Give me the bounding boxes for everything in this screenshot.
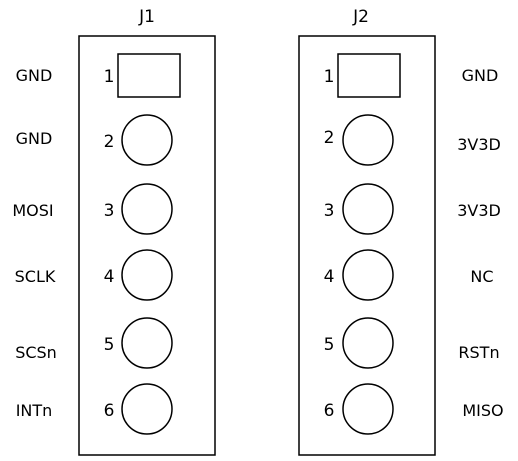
connector-j2-title: J2 [352, 7, 369, 27]
j2-pin-6-pad [342, 383, 394, 435]
j1-pin-6-signal: INTn [16, 401, 53, 420]
j2-pin-2-signal: 3V3D [457, 135, 501, 154]
j1-pin-1-signal: GND [16, 66, 53, 85]
j1-pin-2-signal: GND [16, 129, 53, 148]
j1-pin-3-pad [121, 183, 173, 235]
j1-pin-4-pad [121, 249, 173, 301]
j2-pin-1-pad [337, 53, 401, 98]
j1-pin-6-number: 6 [104, 401, 115, 421]
j2-pin-5-number: 5 [324, 335, 335, 355]
j1-pin-5-signal: SCSn [15, 343, 57, 362]
j2-pin-3-signal: 3V3D [457, 201, 501, 220]
j2-pin-1-number: 1 [324, 67, 335, 87]
j2-pin-5-pad [342, 317, 394, 369]
connector-j1-title: J1 [138, 7, 155, 27]
connector-j2: J2 1 2 3 4 5 6 GND 3V3D 3V3D NC RSTn MIS… [298, 7, 504, 456]
j1-pin-1-pad [117, 53, 181, 98]
j1-pin-4-number: 4 [104, 267, 115, 287]
j2-pin-4-number: 4 [324, 267, 335, 287]
j1-pin-3-signal: MOSI [12, 201, 53, 220]
j2-pin-3-pad [342, 183, 394, 235]
j1-pin-4-signal: SCLK [15, 267, 56, 286]
j2-pin-2-number: 2 [324, 128, 335, 148]
j2-pin-6-number: 6 [324, 401, 335, 421]
j1-pin-6-pad [121, 383, 173, 435]
j2-pin-4-pad [342, 249, 394, 301]
j1-pin-2-pad [121, 114, 173, 166]
j2-pin-4-signal: NC [470, 267, 493, 286]
j1-pin-1-number: 1 [104, 67, 115, 87]
j1-pin-5-number: 5 [104, 335, 115, 355]
j2-pin-3-number: 3 [324, 201, 335, 221]
j1-pin-5-pad [121, 317, 173, 369]
j2-pin-2-pad [342, 114, 394, 166]
j1-pin-3-number: 3 [104, 201, 115, 221]
j2-pin-6-signal: MISO [462, 401, 503, 420]
connector-j1: J1 1 2 3 4 5 6 GND GND MOSI SCLK SCSn IN… [12, 7, 216, 456]
connector-j2-body [298, 35, 436, 456]
j1-pin-2-number: 2 [104, 132, 115, 152]
connector-j1-body [78, 35, 216, 456]
j2-pin-1-signal: GND [462, 66, 499, 85]
j2-pin-5-signal: RSTn [458, 343, 499, 362]
